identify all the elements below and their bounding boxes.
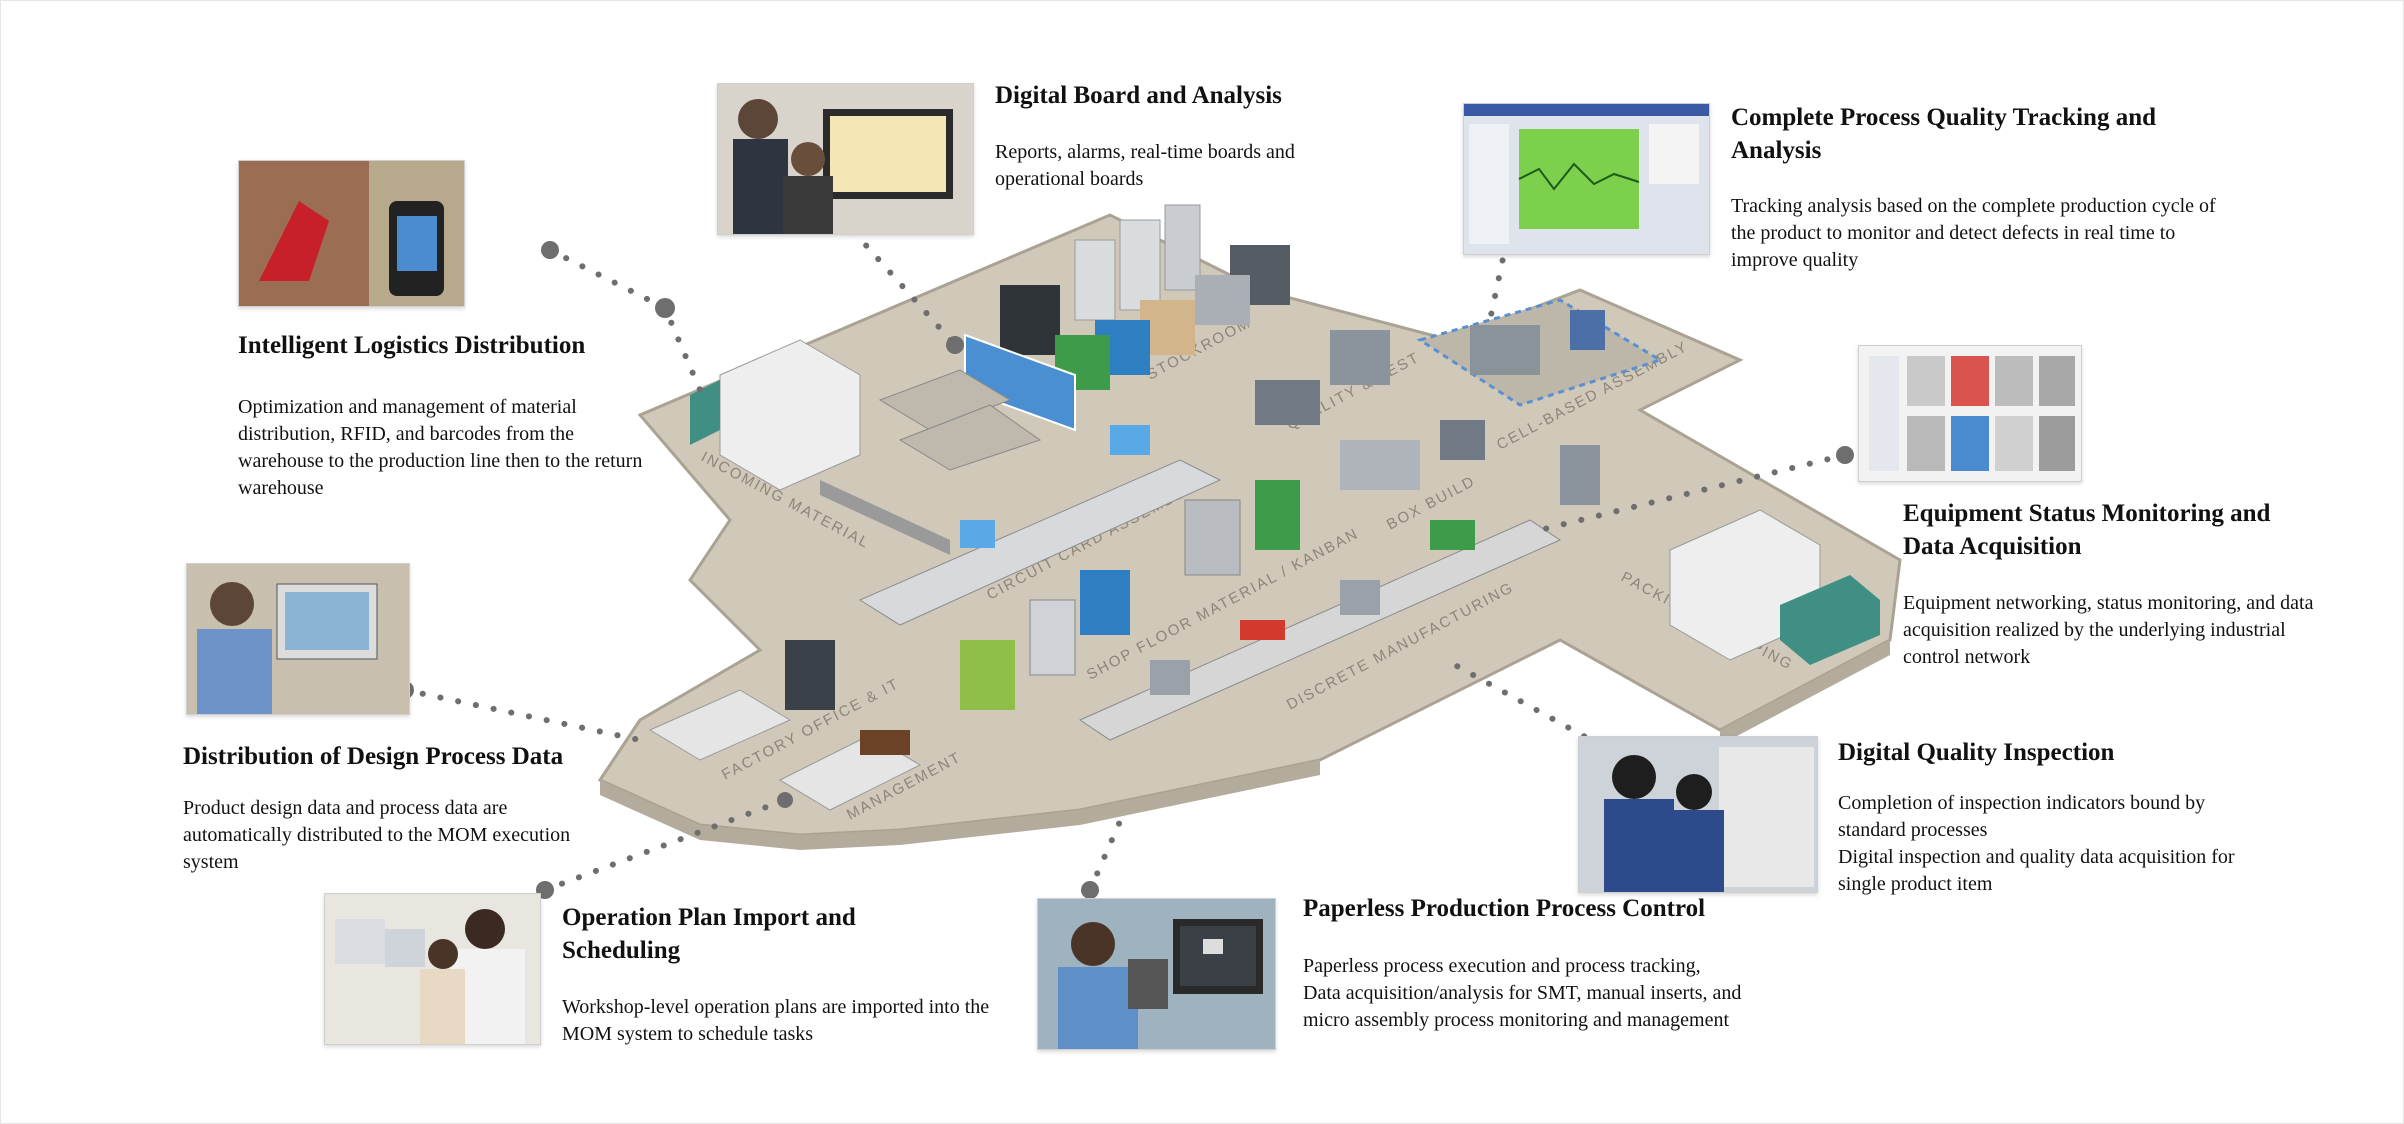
photo-equipment [1858,345,2082,482]
photo-planning [324,893,541,1045]
quality-tracking-description: Tracking analysis based on the complete … [1731,195,2216,271]
photo-design [186,563,410,715]
photo-inspection [1578,736,1818,893]
factory-equipment [648,204,1880,811]
photo-paperless [1037,898,1276,1050]
paperless-title: Paperless Production Process Control [1303,895,1706,922]
connector-equipment [1537,452,1848,533]
logistics-title: Intelligent Logistics Distribution [238,332,586,359]
board-title: Digital Board and Analysis [995,82,1282,109]
inspection-description-line1: Completion of inspection indicators boun… [1838,792,2206,841]
photo-board [717,83,974,235]
inspection-description-line2: Digital inspection and quality data acqu… [1838,846,2235,895]
connector-design [402,687,643,743]
connector-logistics [547,247,703,393]
logistics-description: Optimization and management of material … [238,396,643,499]
design-title: Distribution of Design Process Data [183,743,564,770]
equipment-description: Equipment networking, status monitoring,… [1903,592,2314,668]
quality-tracking-title: Complete Process Quality Tracking and An… [1731,104,2156,164]
equipment-title: Equipment Status Monitoring and Data Acq… [1903,500,2271,560]
planning-title: Operation Plan Import and Scheduling [562,904,856,964]
board-description: Reports, alarms, real-time boards and op… [995,141,1295,190]
planning-description: Workshop-level operation plans are impor… [562,996,990,1045]
photo-quality-tracking [1463,103,1710,255]
paperless-description: Paperless process execution and process … [1303,955,1742,1031]
photo-logistics [238,160,465,307]
connector-planning [542,797,788,893]
inspection-title: Digital Quality Inspection [1838,739,2115,766]
design-description: Product design data and process data are… [183,797,571,873]
connector-paperless [1087,807,1128,893]
